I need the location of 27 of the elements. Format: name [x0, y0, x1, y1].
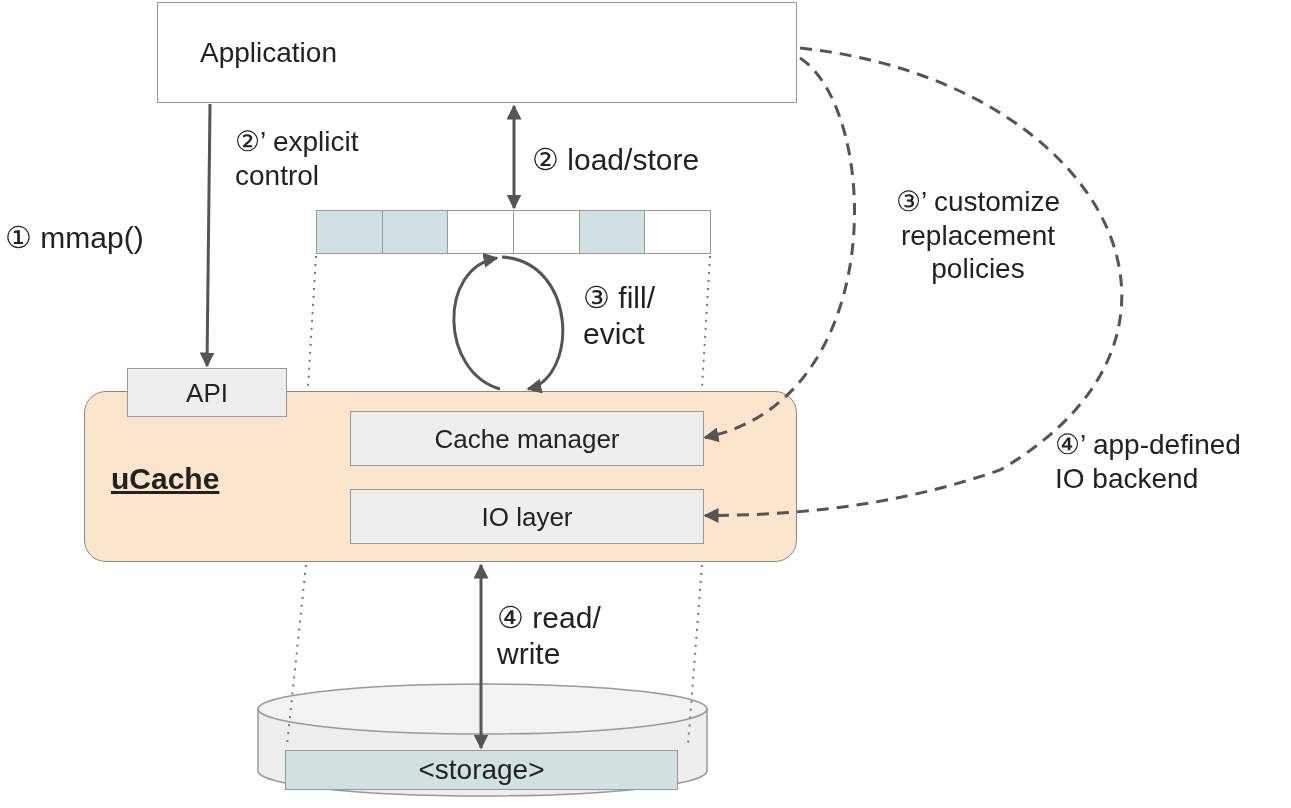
api-box: [127, 368, 287, 417]
node-label: Application: [200, 37, 337, 69]
edge-note: ②’ explicit control: [235, 125, 360, 193]
edge-label: ④’ app-defined IO backend: [1055, 428, 1242, 496]
node-label: IO layer: [481, 501, 573, 532]
node-label: Cache manager: [434, 423, 620, 454]
node-label: API: [186, 377, 228, 408]
storage-cylinder: [257, 683, 708, 797]
storage-bar: [285, 750, 678, 790]
process-box: [350, 411, 704, 466]
edge-label: ③ fill/ evict: [583, 280, 656, 352]
arrow: [473, 563, 489, 750]
edge-label: ③’ customize replacement policies: [895, 185, 1061, 286]
edge-label: ② load/store: [532, 142, 700, 178]
dashed-arrow: [703, 46, 1123, 523]
node-label: <storage>: [418, 754, 545, 786]
system-title: uCache: [111, 462, 220, 496]
application-box: [157, 2, 797, 103]
edge-label: ① mmap(): [5, 220, 144, 256]
dashed-arrow: [703, 56, 856, 441]
memory-page-strip: [316, 210, 710, 254]
edge-label: ④ read/ write: [497, 600, 602, 672]
process-box: [350, 489, 704, 544]
arrow: [452, 255, 501, 391]
arrow: [501, 255, 565, 391]
arrow: [199, 104, 215, 368]
arrow: [506, 104, 522, 210]
